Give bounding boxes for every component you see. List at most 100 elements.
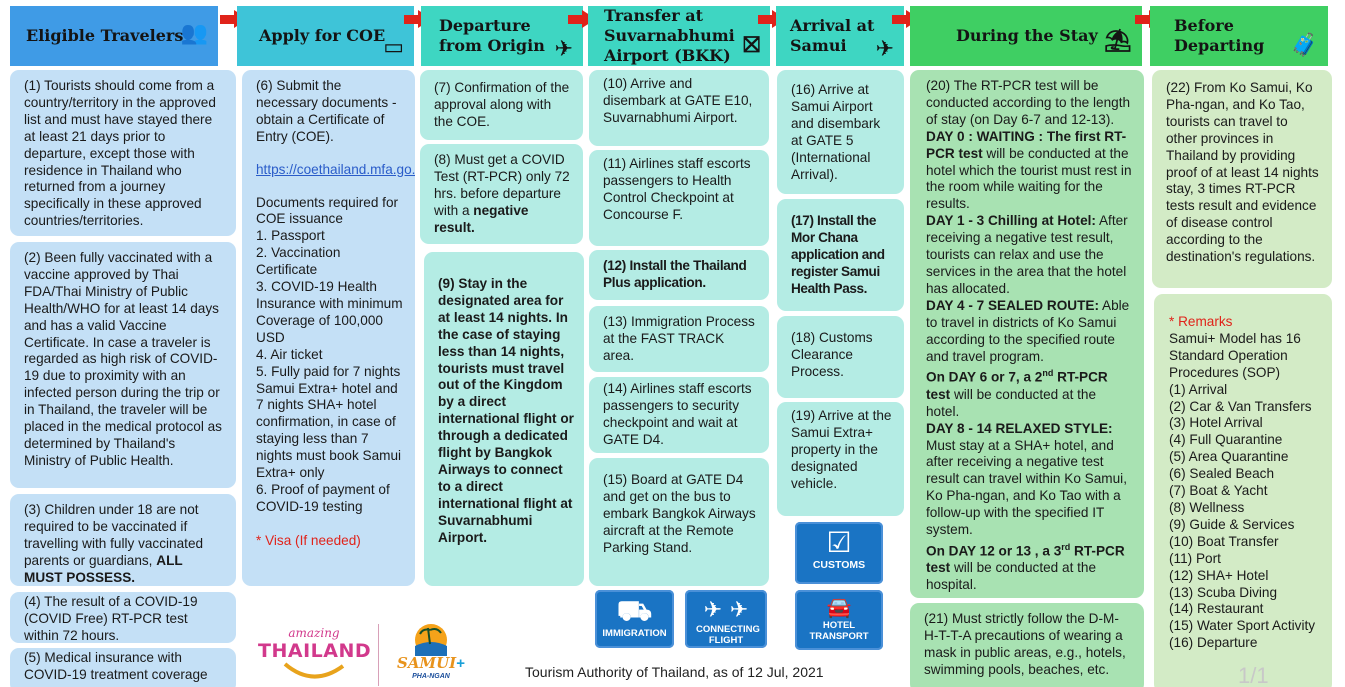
- remark-item: (9) Guide & Services: [1169, 516, 1295, 532]
- header-apply-coe-label: Apply for COE: [259, 26, 386, 45]
- transfer-card-12: (12) Install the Thailand Plus applicati…: [589, 250, 769, 300]
- transfer-text-12: (12) Install the Thailand Plus applicati…: [603, 258, 747, 290]
- arrival-text-16: (16) Arrive at Samui Airport and disemba…: [791, 82, 881, 182]
- remark-item: (16) Departure: [1169, 635, 1258, 651]
- stay-day6-7-bold: On DAY 6 or 7, a 2: [926, 369, 1043, 385]
- arrival-card-16: (16) Arrive at Samui Airport and disemba…: [777, 70, 904, 194]
- coe-doc-item: 4. Air ticket: [256, 346, 323, 362]
- departure-text-8-bold: negative result.: [434, 202, 529, 235]
- header-during-stay: During the Stay ⛱: [910, 6, 1142, 66]
- remarks-title: * Remarks: [1169, 314, 1233, 329]
- samui-plus: +: [456, 655, 465, 672]
- stay-day1-3: DAY 1 - 3 Chilling at Hotel: After recei…: [926, 213, 1132, 298]
- header-eligible-travelers-label: Eligible Travelers: [26, 26, 184, 45]
- immigration-tile: ⛟ IMMIGRATION: [595, 590, 674, 648]
- immigration-label: IMMIGRATION: [602, 628, 667, 639]
- connecting-flight-tile: ✈ ✈ CONNECTING FLIGHT: [685, 590, 767, 648]
- stay-day12-13-bold2: RT-PCR test: [926, 543, 1125, 576]
- amazing-word: amazing: [288, 626, 340, 640]
- departure-text-8: (8) Must get a COVID Test (RT-PCR) only …: [434, 152, 571, 237]
- header-arrival-samui-label: Arrival at Samui: [790, 16, 875, 55]
- stay-intro: (20) The RT-PCR test will be conducted a…: [926, 78, 1131, 127]
- amazing-thailand-logo: amazing THAILAND: [258, 626, 371, 687]
- island-sunset-icon: [415, 624, 447, 656]
- departure-text-7: (7) Confirmation of the approval along w…: [434, 80, 570, 129]
- stay-day12-13: On DAY 12 or 13 , a 3rd RT-PCR test will…: [926, 539, 1132, 594]
- id-card-icon: ▭: [383, 35, 404, 60]
- immigration-icon: ⛟: [616, 594, 653, 627]
- stay-day12-13-text: will be conducted at the hospital.: [926, 560, 1097, 593]
- coe-doc-item: 1. Passport: [256, 228, 325, 244]
- stay-day0-bold: : The first RT-PCR test: [926, 128, 1127, 161]
- stay-day1-3-head: DAY 1 - 3 Chilling at Hotel:: [926, 213, 1096, 229]
- transfer-card-11: (11) Airlines staff escorts passengers t…: [589, 150, 769, 246]
- beach-umbrella-icon: ⛱: [1104, 29, 1132, 54]
- departure-text-8-main: (8) Must get a COVID Test (RT-PCR) only …: [434, 152, 570, 218]
- remark-item: (14) Restaurant: [1169, 601, 1264, 617]
- departure-card-9: (9) Stay in the designated area for at l…: [424, 252, 584, 586]
- stay-day4-7-head: DAY 4 - 7 SEALED ROUTE:: [926, 297, 1099, 313]
- header-apply-coe: Apply for COE ▭: [237, 6, 414, 66]
- header-before-departing-label: Before Departing: [1174, 16, 1265, 55]
- remark-item: (15) Water Sport Activity: [1169, 618, 1316, 634]
- remark-item: (4) Full Quarantine: [1169, 432, 1283, 448]
- hotel-transport-label: HOTEL TRANSPORT: [809, 620, 869, 642]
- remark-item: (5) Area Quarantine: [1169, 449, 1289, 465]
- coe-card: (6) Submit the necessary documents - obt…: [242, 70, 415, 586]
- eligible-text-4: (4) The result of a COVID-19 (COVID Free…: [24, 594, 198, 643]
- thailand-swoosh-icon: [283, 662, 345, 679]
- logo-divider: [378, 624, 379, 686]
- header-transfer-bkk: Transfer at Suvarnabhumi Airport (BKK) ⛝: [588, 6, 770, 66]
- transfer-text-15: (15) Board at GATE D4 and get on the bus…: [603, 472, 756, 555]
- remarks-list: (1) Arrival (2) Car & Van Transfers (3) …: [1169, 382, 1324, 653]
- remarks-card: * Remarks Samui+ Model has 16 Standard O…: [1154, 294, 1332, 687]
- stay-day4-7: DAY 4 - 7 SEALED ROUTE: Able to travel i…: [926, 298, 1132, 366]
- page-mark: 1/1: [1238, 663, 1269, 687]
- transfer-card-14: (14) Airlines staff escorts passengers t…: [589, 377, 769, 453]
- airport-transfer-icon: ⛝: [743, 33, 760, 58]
- eligible-card-2: (2) Been fully vaccinated with a vaccine…: [10, 242, 236, 488]
- departing-text-22: (22) From Ko Samui, Ko Pha-ngan, and Ko …: [1166, 80, 1319, 265]
- stay-day12-13-sup: rd: [1061, 542, 1071, 552]
- eligible-text-3-bold: ALL MUST POSSESS.: [24, 552, 183, 585]
- stay-text-21: (21) Must strictly follow the D-M-H-T-T-…: [924, 611, 1126, 677]
- header-arrival-samui: Arrival at Samui ✈: [776, 6, 904, 66]
- stay-day0-head: DAY 0 : WAITING: [926, 128, 1035, 144]
- coe-visa-note: * Visa (If needed): [256, 532, 361, 548]
- remark-item: (10) Boat Transfer: [1169, 533, 1279, 549]
- coe-docs-list: 1. Passport 2. Vaccination Certificate 3…: [256, 228, 403, 515]
- coe-intro: (6) Submit the necessary documents - obt…: [256, 78, 397, 144]
- coe-link[interactable]: https://coethailand.mfa.go.th: [256, 161, 415, 177]
- coe-doc-item: 3. COVID-19 Health Insurance with minimu…: [256, 279, 403, 345]
- luggage-icon: 🧳: [1290, 33, 1318, 58]
- eligible-text-1: (1) Tourists should come from a country/…: [24, 78, 216, 229]
- coe-docs-title: Documents required for COE issuance: [256, 194, 399, 227]
- header-departure-label: Departure from Origin: [439, 16, 545, 55]
- customs-label: CUSTOMS: [812, 559, 866, 571]
- samui-plus-logo: SAMUI+ PHA-NGAN: [390, 620, 472, 687]
- people-group-icon: 👥: [180, 21, 208, 46]
- remark-item: (6) Sealed Beach: [1169, 466, 1275, 482]
- eligible-card-3: (3) Children under 18 are not required t…: [10, 494, 236, 586]
- airplane-landing-icon: ✈: [875, 37, 894, 62]
- stay-card-21: (21) Must strictly follow the D-M-H-T-T-…: [910, 603, 1144, 687]
- header-before-departing: Before Departing 🧳: [1150, 6, 1328, 66]
- eligible-card-5: (5) Medical insurance with COVID-19 trea…: [10, 648, 236, 687]
- airplane-takeoff-icon: ✈: [554, 37, 573, 62]
- remark-item: (8) Wellness: [1169, 499, 1245, 515]
- car-icon: 🚘: [826, 595, 852, 619]
- arrival-text-17: (17) Install the Mor Chana application a…: [791, 213, 885, 296]
- arrival-card-18: (18) Customs Clearance Process.: [777, 316, 904, 398]
- stay-day8-14-text: Must stay at a SHA+ hotel, and after rec…: [926, 437, 1127, 538]
- samui-word: SAMUI: [397, 654, 457, 672]
- stay-day6-7-sup: nd: [1042, 368, 1054, 379]
- stay-day6-7-text: will be conducted at the hotel.: [926, 386, 1097, 419]
- remark-item: (12) SHA+ Hotel: [1169, 567, 1269, 583]
- phangan-word: PHA-NGAN: [412, 673, 450, 680]
- departing-card-22: (22) From Ko Samui, Ko Pha-ngan, and Ko …: [1152, 70, 1332, 288]
- customs-tile: ☑ CUSTOMS: [795, 522, 883, 584]
- eligible-text-3-main: (3) Children under 18 are not required t…: [24, 502, 204, 568]
- arrival-text-18: (18) Customs Clearance Process.: [791, 330, 873, 379]
- stay-day6-7-bold2: RT-PCR test: [926, 369, 1108, 402]
- coe-doc-item: 2. Vaccination Certificate: [256, 245, 341, 278]
